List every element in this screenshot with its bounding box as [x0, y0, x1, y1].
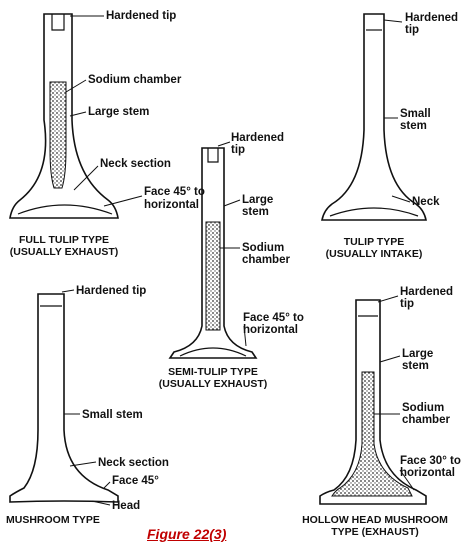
caption-tulip: TULIP TYPE (USUALLY INTAKE)	[312, 236, 436, 260]
label-tulip-neck: Neck	[412, 196, 440, 208]
tulip-valve	[321, 13, 427, 221]
semi-tulip-leader-face	[243, 325, 247, 347]
caption-semi-tulip-line2: (USUALLY EXHAUST)	[158, 378, 268, 390]
label-mushroom-head: Head	[112, 500, 141, 512]
full-tulip-leader-sodium	[65, 79, 87, 93]
semi-tulip-leader-stem	[223, 199, 241, 207]
semi-tulip-head-arc	[179, 347, 247, 357]
caption-semi-tulip-line1: SEMI-TULIP TYPE	[168, 366, 258, 378]
label-mushroom-hardened-tip: Hardened tip	[76, 285, 147, 297]
full-tulip-leader-face	[103, 195, 143, 207]
hollow-head-sodium-chamber	[331, 371, 413, 497]
label-full-tulip-sodium-chamber: Sodium chamber	[88, 74, 182, 86]
figure-caption: Figure 22(3)	[147, 526, 227, 542]
label-hollow-head-stem: stem	[402, 360, 429, 372]
label-full-tulip-horizontal: horizontal	[144, 199, 199, 211]
caption-full-tulip-line1: FULL TULIP TYPE	[18, 234, 110, 246]
label-semi-tulip-horizontal: horizontal	[243, 324, 298, 336]
label-hollow-head-sodium: Sodium	[402, 402, 445, 414]
label-hollow-head-large: Large	[402, 348, 434, 360]
label-tulip-hardened: Hardened	[405, 12, 459, 24]
label-semi-tulip-sodium: Sodium	[242, 242, 285, 254]
full-tulip-tip-groove	[51, 14, 65, 31]
label-hollow-head-face: Face 30° to	[400, 455, 461, 467]
semi-tulip-tip-groove	[207, 148, 219, 163]
tulip-head-arc	[329, 207, 419, 217]
label-tulip-small: Small	[400, 108, 431, 120]
semi-tulip-valve	[168, 141, 258, 359]
caption-mushroom-line1: MUSHROOM TYPE	[6, 514, 100, 526]
mushroom-valve	[9, 289, 119, 506]
mushroom-body	[9, 293, 119, 503]
label-mushroom-small-stem: Small stem	[82, 409, 143, 421]
hollow-head-mushroom-valve	[319, 295, 427, 505]
caption-mushroom: MUSHROOM TYPE	[6, 514, 116, 526]
label-semi-tulip-hardened: Hardened	[231, 132, 285, 144]
label-hollow-head-horizontal: horizontal	[400, 467, 455, 479]
label-hollow-head-tip: tip	[400, 298, 415, 310]
caption-full-tulip: FULL TULIP TYPE (USUALLY EXHAUST)	[0, 234, 128, 258]
caption-full-tulip-line2: (USUALLY EXHAUST)	[9, 246, 119, 258]
tulip-leader-tip	[383, 19, 403, 23]
full-tulip-head-arc	[17, 204, 113, 215]
caption-hollow-head-line2: TYPE (EXHAUST)	[331, 526, 419, 538]
label-semi-tulip-large: Large	[242, 194, 274, 206]
hollow-head-leader-stem	[379, 355, 401, 363]
semi-tulip-leader-tip	[217, 141, 231, 147]
label-full-tulip-neck-section: Neck section	[100, 158, 171, 170]
caption-tulip-line1: TULIP TYPE	[343, 236, 405, 248]
tulip-body	[321, 13, 427, 221]
hollow-head-leader-face	[399, 469, 415, 491]
label-tulip-stem: stem	[400, 120, 427, 132]
label-mushroom-neck-section: Neck section	[98, 457, 169, 469]
caption-tulip-line2: (USUALLY INTAKE)	[325, 248, 423, 260]
full-tulip-sodium-chamber	[49, 81, 67, 189]
caption-semi-tulip: SEMI-TULIP TYPE (USUALLY EXHAUST)	[150, 366, 276, 390]
mushroom-leader-face	[103, 481, 111, 489]
label-semi-tulip-face: Face 45° to	[243, 312, 304, 324]
caption-hollow-head: HOLLOW HEAD MUSHROOM TYPE (EXHAUST)	[282, 514, 468, 538]
caption-hollow-head-line1: HOLLOW HEAD MUSHROOM	[302, 514, 448, 526]
label-semi-tulip-stem: stem	[242, 206, 269, 218]
label-hollow-head-hardened: Hardened	[400, 286, 454, 298]
label-full-tulip-large-stem: Large stem	[88, 106, 150, 118]
mushroom-leader-neck	[69, 461, 97, 467]
hollow-head-leader-tip	[377, 295, 399, 303]
full-tulip-leader-neck	[73, 165, 99, 191]
label-full-tulip-hardened-tip: Hardened tip	[106, 10, 177, 22]
semi-tulip-sodium-chamber	[205, 221, 221, 331]
label-full-tulip-face: Face 45° to	[144, 186, 205, 198]
label-semi-tulip-chamber: chamber	[242, 254, 290, 266]
label-mushroom-face: Face 45°	[112, 475, 159, 487]
label-tulip-tip: tip	[405, 24, 420, 36]
mushroom-leader-tip	[61, 289, 75, 293]
mushroom-leader-head	[91, 500, 111, 506]
tulip-leader-neck	[391, 195, 411, 203]
label-semi-tulip-tip: tip	[231, 144, 246, 156]
full-tulip-leader-stem	[69, 111, 87, 117]
label-hollow-head-chamber: chamber	[402, 414, 450, 426]
full-tulip-valve	[9, 13, 143, 219]
